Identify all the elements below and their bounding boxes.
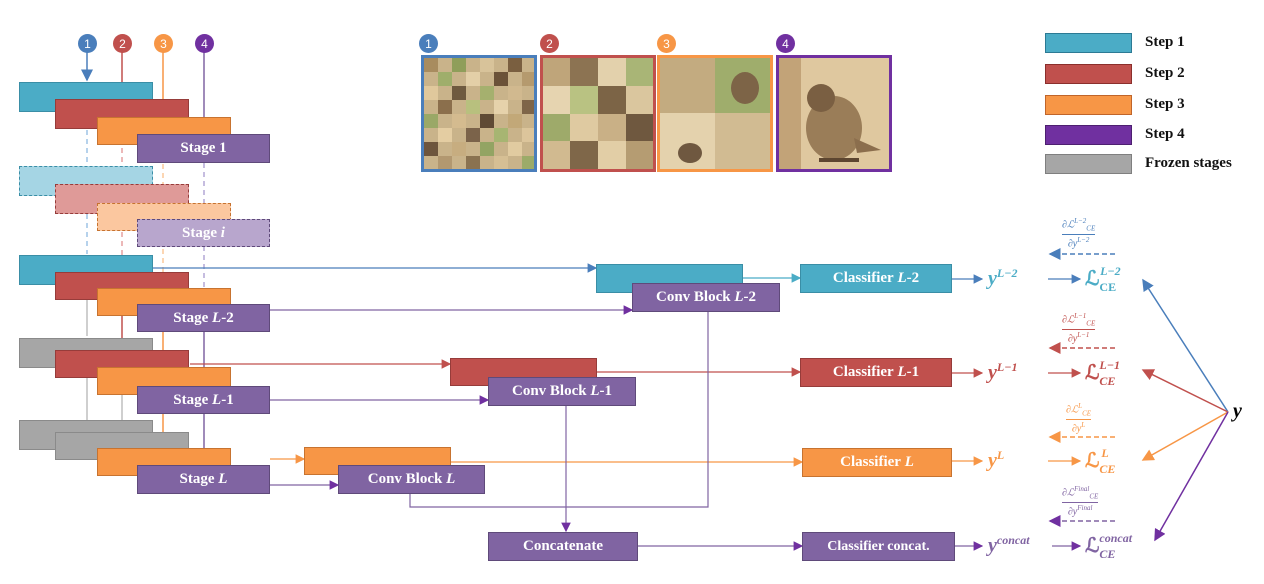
gradient-l2: ∂ℒL−2CE ∂yL−2	[1062, 217, 1096, 250]
loss-l1: ℒCEL−1	[1085, 358, 1121, 388]
step4-badge: 4	[195, 34, 214, 53]
output-y-concat: yconcat	[988, 533, 1030, 557]
stage-1-block: Stage 1	[137, 134, 270, 163]
legend-label-frozen: Frozen stages	[1145, 155, 1232, 171]
step3-badge: 3	[154, 34, 173, 53]
legend-label-step1: Step 1	[1145, 34, 1185, 50]
gradient-final: ∂ℒFinalCE ∂yFinal	[1062, 485, 1099, 518]
legend-swatch-step3	[1045, 95, 1132, 115]
step2-badge: 2	[113, 34, 132, 53]
legend-label-step3: Step 3	[1145, 96, 1185, 112]
image4-badge: 4	[776, 34, 795, 53]
target-y: y	[1233, 400, 1242, 422]
jigsaw-image-step1	[421, 55, 537, 172]
classifier-l2: Classifier L-2	[800, 264, 952, 293]
conv-block-l1: Conv Block L-1	[488, 377, 636, 406]
jigsaw-image-step3	[657, 55, 773, 172]
loss-l: ℒCEL	[1085, 446, 1116, 476]
output-y-l1: yL−1	[988, 360, 1018, 384]
legend-swatch-frozen	[1045, 154, 1132, 174]
stage-l-block: Stage L	[137, 465, 270, 494]
output-y-l: yL	[988, 448, 1005, 472]
gradient-l1: ∂ℒL−1CE ∂yL−1	[1062, 312, 1096, 345]
stage-i-block: Stage i	[137, 219, 270, 247]
loss-l2: ℒCEL−2	[1085, 264, 1121, 294]
legend-label-step2: Step 2	[1145, 65, 1185, 81]
classifier-l1: Classifier L-1	[800, 358, 952, 387]
stage-l1-block: Stage L-1	[137, 386, 270, 414]
legend-label-step4: Step 4	[1145, 126, 1185, 142]
classifier-l: Classifier L	[802, 448, 952, 477]
legend-swatch-step1	[1045, 33, 1132, 53]
output-y-l2: yL−2	[988, 266, 1018, 290]
jigsaw-image-step2	[540, 55, 656, 172]
legend-swatch-step2	[1045, 64, 1132, 84]
original-image-step4	[776, 55, 892, 172]
image3-badge: 3	[657, 34, 676, 53]
image2-badge: 2	[540, 34, 559, 53]
step1-badge: 1	[78, 34, 97, 53]
classifier-concat: Classifier concat.	[802, 532, 955, 561]
image1-badge: 1	[419, 34, 438, 53]
legend-swatch-step4	[1045, 125, 1132, 145]
concatenate-block: Concatenate	[488, 532, 638, 561]
conv-block-l2: Conv Block L-2	[632, 283, 780, 312]
conv-block-l: Conv Block L	[338, 465, 485, 494]
gradient-l: ∂ℒLCE ∂yL	[1066, 402, 1092, 435]
loss-concat: ℒCEconcat	[1085, 531, 1133, 561]
stage-l2-block: Stage L-2	[137, 304, 270, 332]
